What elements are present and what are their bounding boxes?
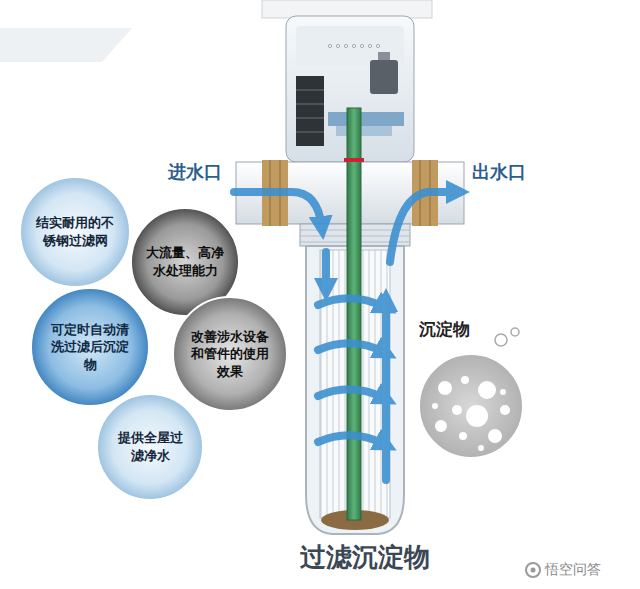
filter-head [344, 44, 347, 47]
feature-text: 结实耐用的不锈钢过滤网 [35, 214, 115, 249]
corner-band [0, 28, 132, 62]
watermark-logo [526, 563, 540, 577]
circle-shape [20, 177, 130, 287]
feature-text: 提供全屋过滤净水 [112, 429, 188, 464]
sediment-bubble [435, 420, 447, 432]
circle-shape [97, 394, 203, 500]
watermark-logo [531, 568, 536, 573]
sediment-bubble [478, 381, 496, 399]
flow-arrow [390, 192, 458, 262]
filter-head [370, 60, 398, 94]
flow-arrow [382, 300, 390, 480]
sediment-bubble [500, 389, 506, 395]
port-label: 出水口 [472, 160, 526, 184]
filter-head [296, 104, 324, 105]
circle-shape [31, 288, 149, 406]
sediment-bubble [500, 405, 510, 415]
circle-shape [19, 176, 131, 288]
circle-shape [96, 393, 204, 501]
filter-head [328, 44, 331, 47]
filter-head [328, 112, 404, 126]
feature-text: 可定时自动清洗过滤后沉淀物 [45, 321, 135, 374]
feature-circle: 结实耐用的不锈钢过滤网 [19, 176, 131, 288]
sediment-circle: 沉淀物 [405, 318, 545, 463]
filter-head [296, 132, 324, 133]
filter-bowl [347, 108, 361, 520]
sediment-bubble [466, 405, 488, 427]
filter-head [352, 44, 355, 47]
caption: 过滤沉淀物 [245, 540, 485, 575]
flow-arrow [322, 252, 330, 290]
flow-arrow [318, 435, 386, 445]
sediment-shape [419, 354, 523, 458]
sediment-bubble [438, 381, 452, 395]
feature-circle: 改善涉水设备和管件的使用效果 [172, 296, 288, 412]
sediment-bubble [511, 328, 519, 336]
sediment-bubble [459, 432, 467, 440]
sediment-bubble [478, 445, 484, 451]
filter-bowl [306, 108, 404, 534]
sediment-bubble [432, 403, 438, 409]
flow-arrow [318, 343, 386, 353]
filter-head [296, 118, 324, 119]
sediment-bubble [452, 405, 462, 415]
circle-shape [173, 297, 287, 411]
flow-arrow [318, 389, 386, 399]
sediment-heading: 沉淀物 [419, 318, 545, 341]
filter-head [296, 76, 324, 146]
sediment-shape [405, 318, 545, 463]
filter-head [368, 44, 371, 47]
flow-arrow [234, 192, 322, 228]
filter-head [378, 52, 390, 60]
filter-bowl [344, 158, 364, 162]
filter-head [336, 126, 392, 136]
filter-head [296, 26, 404, 66]
watermark: 悟空问答 [545, 561, 601, 579]
sediment-bubble [495, 334, 507, 346]
sediment-bubble [488, 429, 502, 443]
feature-text: 改善涉水设备和管件的使用效果 [187, 328, 273, 381]
feature-circle: 可定时自动清洗过滤后沉淀物 [30, 287, 150, 407]
sediment-bubble [461, 376, 469, 384]
flow-arrow [318, 298, 386, 308]
filter-head [360, 44, 363, 47]
feature-circle: 提供全屋过滤净水 [96, 393, 204, 501]
feature-text: 大流量、高净水处理能力 [145, 244, 225, 279]
filter-head [376, 44, 379, 47]
port-label: 进水口 [168, 160, 222, 184]
filter-head [262, 0, 432, 18]
filter-head [296, 90, 324, 91]
filter-head [336, 44, 339, 47]
